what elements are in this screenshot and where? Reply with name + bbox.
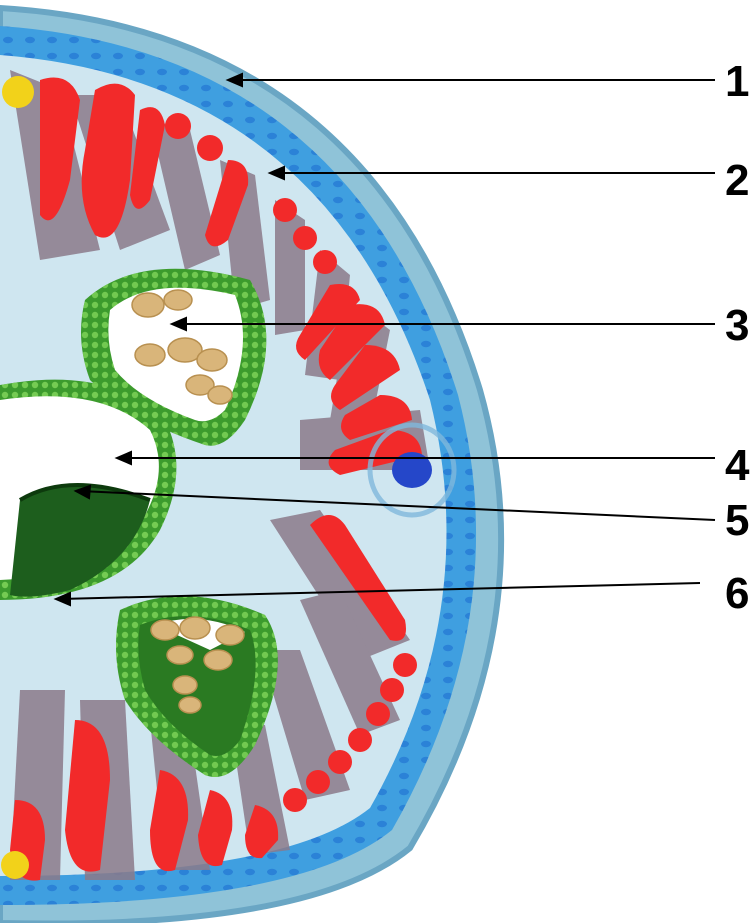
label-5: 5: [725, 496, 749, 545]
label-3: 3: [725, 301, 749, 350]
label-6: 6: [725, 569, 749, 618]
label-1: 1: [725, 57, 749, 106]
yellow-node-top: [2, 76, 34, 108]
label-4: 4: [725, 441, 750, 490]
yellow-node-bottom: [1, 851, 29, 879]
label-2: 2: [725, 156, 749, 205]
